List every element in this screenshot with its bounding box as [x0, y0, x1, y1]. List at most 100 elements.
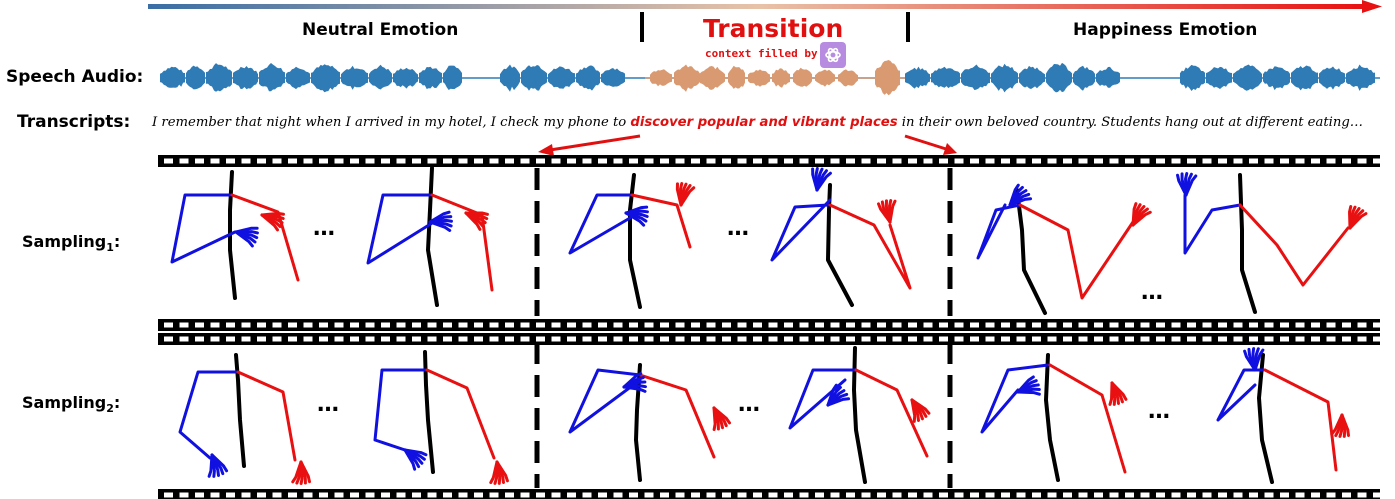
film-perforation	[412, 322, 421, 328]
left-hand-fingers	[1253, 348, 1265, 372]
arrow-left	[549, 134, 641, 152]
waveform-burst	[991, 63, 1018, 93]
film-perforation	[350, 158, 359, 164]
film-perforation	[1357, 158, 1367, 164]
film-perforation	[629, 336, 638, 342]
film-perforation	[1094, 492, 1103, 498]
spine-line	[426, 166, 439, 307]
film-perforation	[691, 336, 700, 342]
speech-audio-label: Speech Audio:	[6, 67, 144, 87]
left-arm	[976, 203, 1022, 260]
right-hand-fingers	[1131, 210, 1152, 227]
film-perforation	[861, 492, 871, 498]
film-perforation	[1125, 336, 1134, 342]
spine-line	[628, 173, 642, 309]
film-perforation	[443, 492, 452, 498]
film-perforation	[1264, 492, 1274, 498]
waveform-burst	[1263, 66, 1290, 91]
transcript-highlight: discover popular and vibrant places	[630, 115, 898, 130]
film-perforation	[1016, 158, 1026, 164]
waveform-burst	[961, 64, 990, 91]
left-arm	[1216, 368, 1265, 422]
film-perforation	[908, 336, 917, 342]
film-perforation	[1063, 336, 1072, 342]
film-perforation	[381, 158, 390, 164]
left-hand-fingers	[1008, 197, 1033, 207]
arrow-right-head	[943, 143, 957, 155]
film-perforation	[923, 336, 933, 342]
film-perforation	[257, 492, 266, 498]
film-perforation	[815, 322, 824, 328]
right-arm	[854, 368, 929, 458]
film-perforation	[1357, 322, 1367, 328]
waveform-burst	[700, 66, 725, 90]
film-perforation	[1032, 492, 1041, 498]
film-perforation	[334, 322, 344, 328]
waveform-burst	[674, 64, 700, 92]
film-perforation	[179, 322, 189, 328]
film-perforation	[644, 336, 654, 342]
spine-line	[826, 183, 854, 307]
film-perforation	[985, 492, 995, 498]
film-perforation	[675, 322, 685, 328]
film-perforation	[381, 492, 390, 498]
film-perforation	[288, 336, 297, 342]
waveform-burst	[793, 67, 812, 87]
film-perforation	[675, 158, 685, 164]
film-perforation	[241, 322, 251, 328]
film-perforation	[923, 492, 933, 498]
film-perforation	[629, 322, 638, 328]
film-perforation	[1187, 322, 1196, 328]
frame-ellipsis: …	[738, 392, 760, 417]
film-perforation	[737, 492, 747, 498]
film-perforation	[629, 158, 638, 164]
right-arm	[638, 373, 716, 459]
film-perforation	[1202, 322, 1212, 328]
sampling-1-label: Sampling1:	[22, 232, 121, 255]
left-arm	[980, 363, 1050, 434]
film-perforation	[1233, 158, 1243, 164]
film-perforation	[846, 492, 855, 498]
film-perforation	[195, 322, 204, 328]
film-perforation	[319, 158, 328, 164]
film-perforation	[613, 492, 623, 498]
film-perforation	[241, 492, 251, 498]
left-hand-fingers	[207, 453, 214, 478]
film-perforation	[939, 322, 948, 328]
film-perforation	[195, 158, 204, 164]
film-perforation	[350, 336, 359, 342]
film-perforation	[365, 336, 375, 342]
film-perforation	[489, 492, 499, 498]
film-perforation	[582, 492, 592, 498]
film-perforation	[784, 492, 793, 498]
film-perforation	[1140, 336, 1150, 342]
film-perforation	[288, 492, 297, 498]
film-perforation	[830, 158, 840, 164]
film-perforation	[644, 322, 654, 328]
film-perforation	[815, 158, 824, 164]
film-perforation	[195, 492, 204, 498]
film-perforation	[1032, 336, 1041, 342]
film-perforation	[412, 336, 421, 342]
waveform-burst	[160, 66, 185, 88]
film-perforation	[1326, 336, 1336, 342]
happiness-emotion-label: Happiness Emotion	[1073, 20, 1258, 40]
film-perforation	[970, 158, 979, 164]
right-hand-fingers	[260, 213, 279, 232]
film-perforation	[644, 158, 654, 164]
film-perforation	[768, 492, 778, 498]
film-perforation	[846, 322, 855, 328]
film-perforation	[1047, 158, 1057, 164]
openai-logo-icon	[820, 42, 846, 68]
waveform-burst	[728, 65, 745, 89]
film-perforation	[272, 158, 282, 164]
film-perforation	[768, 158, 778, 164]
film-perforation	[396, 492, 406, 498]
film-perforation	[1063, 492, 1072, 498]
waveform-burst	[905, 66, 930, 89]
film-perforation	[1202, 336, 1212, 342]
film-perforation	[1280, 336, 1289, 342]
film-perforation	[1295, 158, 1305, 164]
film-perforation	[1078, 336, 1088, 342]
left-arm	[1183, 193, 1242, 255]
